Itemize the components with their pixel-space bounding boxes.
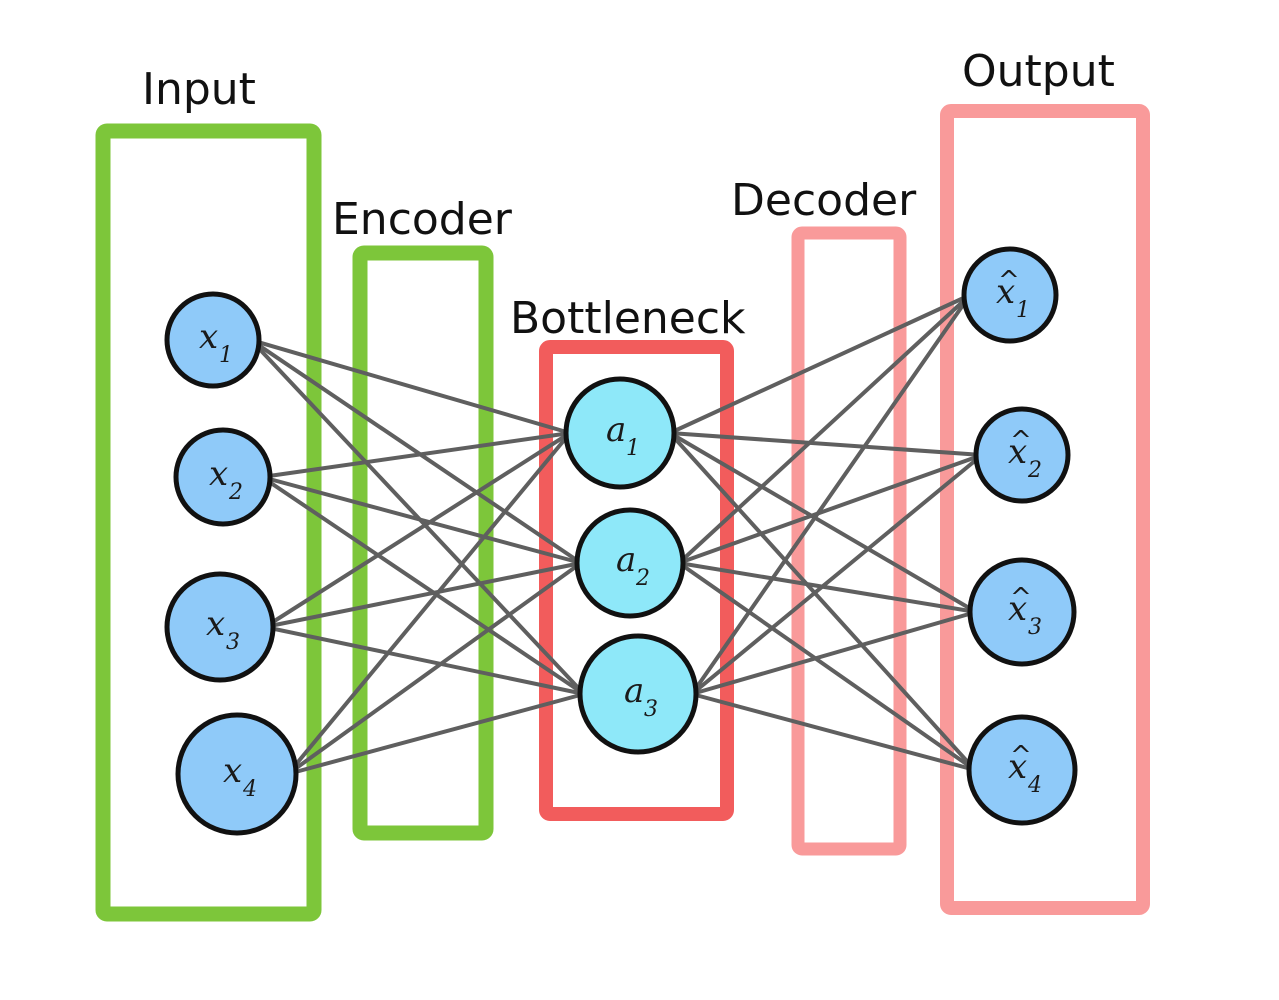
input-node-4-symbol: x <box>223 751 242 791</box>
edge-input-4-to-bottleneck-3 <box>286 692 586 776</box>
bottleneck-node-3-circle <box>577 633 699 755</box>
edge-bottleneck-2-to-output-4 <box>677 561 977 772</box>
edge-bottleneck-1-to-output-2 <box>668 431 984 457</box>
bottleneck-node-3-symbol: a <box>624 671 644 711</box>
input-node-1-symbol: x <box>199 317 218 357</box>
output-node-2-symbol: x <box>1008 432 1027 472</box>
input-node-3-subscript: 3 <box>226 630 240 655</box>
output-node-3-circle <box>967 557 1077 667</box>
edge-input-3-to-bottleneck-3 <box>263 625 586 696</box>
output-node-4-symbol: x <box>1008 747 1027 787</box>
input-node-3-circle <box>164 571 276 683</box>
bottleneck-node-2-circle <box>574 507 686 619</box>
edge-bottleneck-1-to-output-1 <box>668 293 972 435</box>
output-label: Output <box>962 46 1115 97</box>
edge-bottleneck-3-to-output-1 <box>690 293 972 696</box>
decoder-layer-box <box>791 226 907 856</box>
edge-bottleneck-2-to-output-2 <box>677 453 984 565</box>
output-node-3-subscript: 3 <box>1028 615 1042 640</box>
output-node-2-circle <box>973 406 1071 504</box>
input-node-2-subscript: 2 <box>228 480 243 505</box>
edge-bottleneck-3-to-output-2 <box>690 453 984 696</box>
output-node-4-hat: ^ <box>1010 741 1032 771</box>
bottleneck-node-1-subscript: 1 <box>626 436 640 461</box>
edge-input-2-to-bottleneck-3 <box>260 475 586 696</box>
edge-input-2-to-bottleneck-1 <box>260 431 572 479</box>
bottleneck-layer-box <box>539 340 734 821</box>
bottleneck-node-1-circle <box>563 376 677 490</box>
output-node-2-hat: ^ <box>1010 426 1032 456</box>
input-node-3-symbol: x <box>206 604 225 644</box>
encoder-label: Encoder <box>332 194 513 245</box>
edge-input-1-to-bottleneck-2 <box>249 338 583 565</box>
bottleneck-node-3-subscript: 3 <box>644 697 658 722</box>
input-layer-box <box>95 123 322 922</box>
bottleneck-node-2-symbol: a <box>616 540 636 580</box>
edge-bottleneck-1-to-output-4 <box>668 431 977 772</box>
input-node-4-subscript: 4 <box>242 777 257 802</box>
edge-bottleneck-2-to-output-3 <box>677 561 978 614</box>
output-node-1-subscript: 1 <box>1016 298 1030 323</box>
output-node-2-subscript: 2 <box>1027 458 1042 483</box>
decoder-label: Decoder <box>731 175 917 226</box>
output-node-4-subscript: 4 <box>1027 773 1042 798</box>
bottleneck-node-1-symbol: a <box>606 410 626 450</box>
edge-input-3-to-bottleneck-1 <box>263 431 572 629</box>
bottleneck-node-2-subscript: 2 <box>635 566 650 591</box>
input-node-2-symbol: x <box>209 454 228 494</box>
edge-input-2-to-bottleneck-2 <box>260 475 583 565</box>
edge-input-4-to-bottleneck-2 <box>286 561 583 776</box>
input-node-4-circle <box>175 712 299 836</box>
edge-bottleneck-1-to-output-3 <box>668 431 978 614</box>
output-layer-box <box>940 104 1150 915</box>
connection-lines <box>249 293 984 776</box>
edge-input-1-to-bottleneck-1 <box>249 338 572 435</box>
output-node-4-circle <box>966 714 1078 826</box>
output-node-3-symbol: x <box>1008 589 1027 629</box>
input-label: Input <box>142 64 256 115</box>
input-node-1-circle <box>164 291 262 389</box>
encoder-layer-box <box>352 245 494 841</box>
output-node-1-circle <box>961 246 1059 344</box>
output-node-3-hat: ^ <box>1010 583 1032 613</box>
edge-bottleneck-3-to-output-3 <box>690 610 978 696</box>
bottleneck-label: Bottleneck <box>510 293 746 344</box>
edge-bottleneck-3-to-output-4 <box>690 692 977 772</box>
edge-input-3-to-bottleneck-2 <box>263 561 583 629</box>
output-node-1-symbol: x <box>996 272 1015 312</box>
edge-input-4-to-bottleneck-1 <box>286 431 572 776</box>
input-node-1-subscript: 1 <box>219 343 233 368</box>
input-node-2-circle <box>173 427 273 527</box>
output-node-1-hat: ^ <box>998 266 1020 296</box>
edge-bottleneck-2-to-output-1 <box>677 293 972 565</box>
